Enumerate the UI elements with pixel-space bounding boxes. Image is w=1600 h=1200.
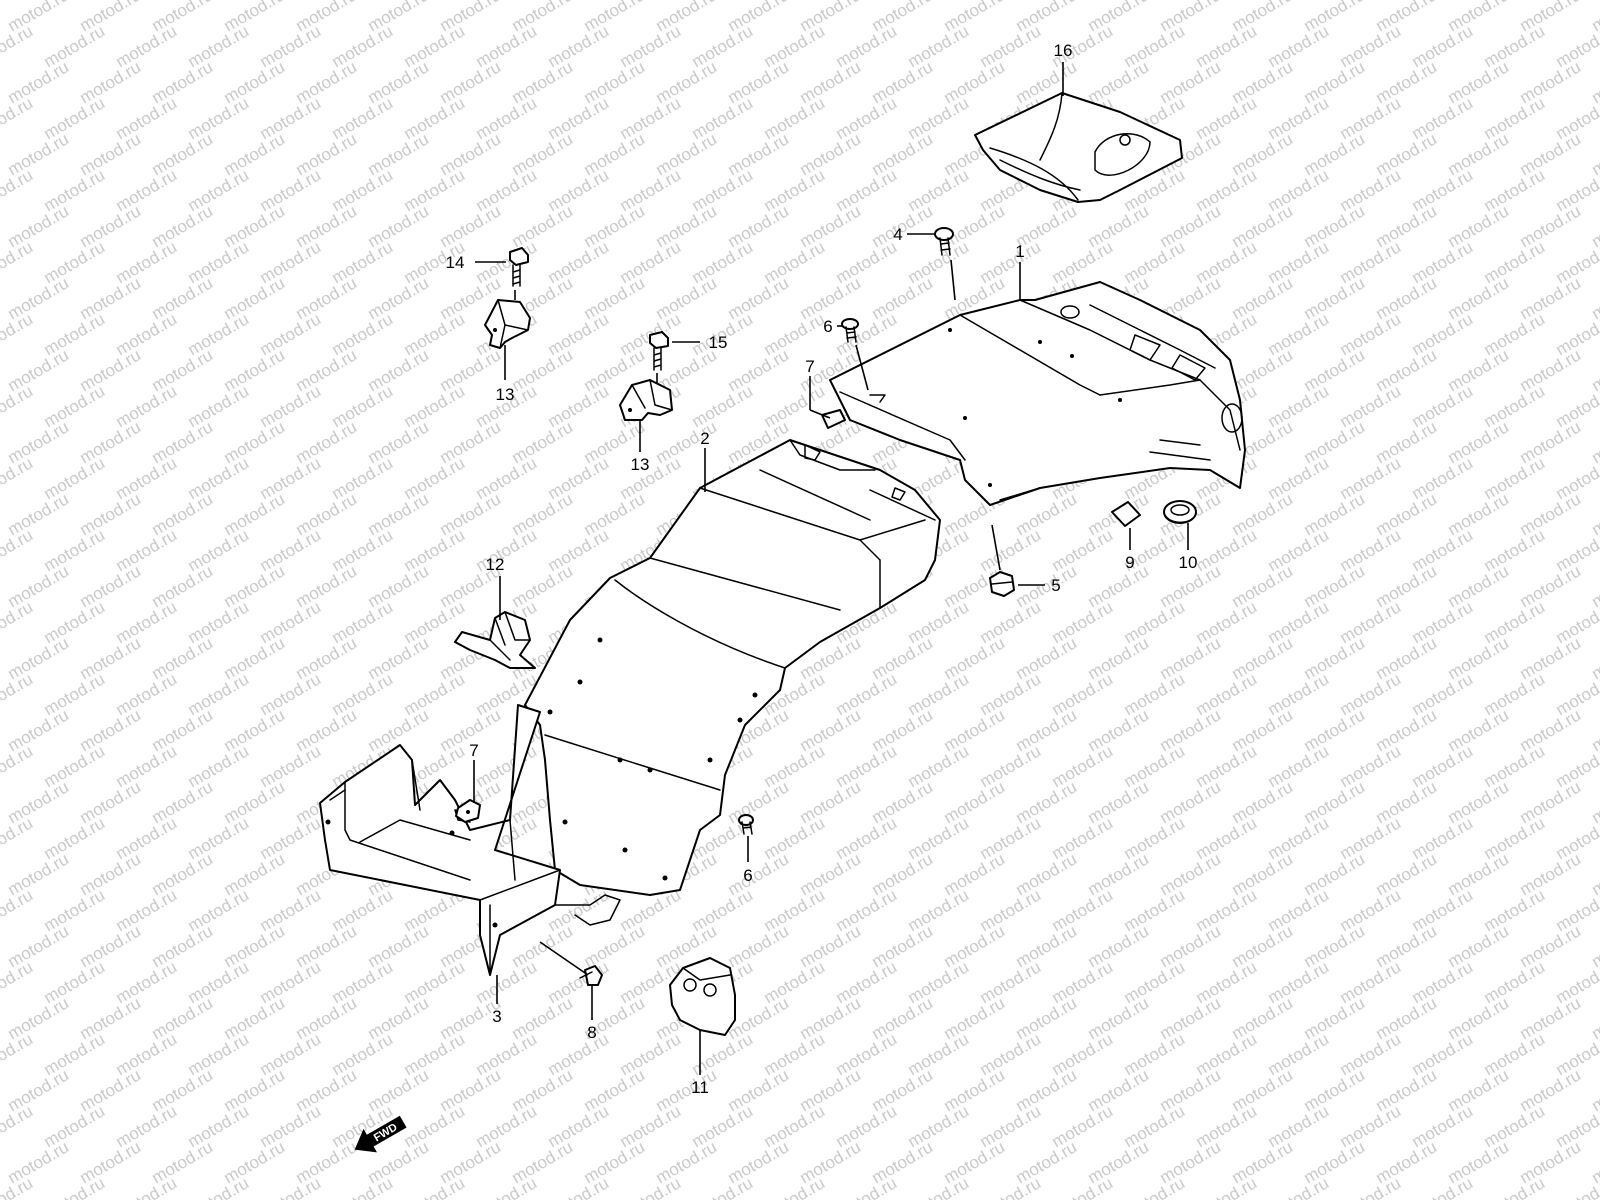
watermark-text: motod.ru [1193, 1173, 1261, 1200]
callout-labels: 16 1 4 6 7 2 14 13 15 13 12 7 5 9 10 6 3… [446, 41, 1198, 1097]
watermark-text: motod.ru [401, 1173, 469, 1200]
part-6-screw-upper[interactable] [841, 318, 859, 343]
callout-16: 12 [486, 555, 505, 574]
part-14-tool-bag[interactable] [974, 92, 1183, 203]
part-13-bolt-lower[interactable] [649, 331, 669, 371]
watermark-text: motod.ru [0, 885, 36, 935]
watermark-text: motod.ru [689, 1173, 757, 1200]
part-7-clip-upper[interactable] [821, 409, 846, 429]
part-12-bracket[interactable] [619, 379, 673, 421]
watermark-text: motod.ru [1481, 1173, 1549, 1200]
part-10-grommet[interactable] [1163, 500, 1197, 524]
part-11-bracket[interactable] [484, 299, 531, 349]
watermark-text: motod.ru [0, 21, 36, 71]
watermark-text: motod.ru [41, 1173, 109, 1200]
watermark-text: motod.ru [329, 1173, 397, 1200]
watermark-text: motod.ru [0, 597, 36, 647]
callout-1: 1 [1015, 242, 1024, 261]
callout-6-lower: 6 [743, 866, 752, 885]
watermark-text: motod.ru [1409, 1173, 1477, 1200]
callout-7-upper: 7 [805, 357, 814, 376]
watermark-text: motod.ru [0, 741, 36, 791]
watermark-text: motod.ru [0, 309, 36, 359]
watermark-text: motod.ru [833, 1173, 901, 1200]
watermark-text: motod.ru [113, 1173, 181, 1200]
watermark-text: motod.ru [1589, 0, 1600, 35]
watermark-text: motod.ru [257, 1173, 325, 1200]
watermark-text: motod.ru [545, 1173, 613, 1200]
part-7-clip-lower[interactable] [455, 799, 481, 823]
watermark-text: motod.ru [905, 1173, 973, 1200]
part-4-screw[interactable] [934, 227, 954, 256]
watermark-text: motod.ru [0, 813, 36, 863]
callout-4: 4 [893, 225, 902, 244]
part-2-rear-fender-front[interactable] [524, 439, 941, 896]
watermark-text: motod.ru [1121, 1173, 1189, 1200]
part-8-bolt[interactable] [579, 965, 603, 986]
part-6-screw-lower[interactable] [738, 814, 754, 835]
part-1-rear-fender-upper[interactable] [829, 281, 1246, 506]
watermark-text: motod.ru [761, 1173, 829, 1200]
watermark-text: motod.ru [185, 1173, 253, 1200]
watermark-text: motod.ru [1337, 1173, 1405, 1200]
watermark-text: motod.ru [0, 165, 36, 215]
watermark-text: motod.ru [0, 93, 36, 143]
watermark-text: motod.ru [0, 453, 36, 503]
watermark-text: motod.ru [0, 237, 36, 287]
part-3-lower-splash-guard[interactable] [319, 704, 621, 976]
watermark-text: motod.ru [617, 1173, 685, 1200]
watermark-text: motod.ru [0, 381, 36, 431]
watermark-text: motod.ru [0, 957, 36, 1007]
callout-7-lower: 7 [469, 741, 478, 760]
watermark-text: motod.ru [977, 1173, 1045, 1200]
watermark-text: motod.ru [0, 1029, 36, 1079]
callout-13-lower: 15 [709, 333, 728, 352]
callout-9: 9 [1125, 553, 1134, 572]
callout-2: 2 [700, 429, 709, 448]
callout-3: 3 [492, 1007, 501, 1026]
callout-15: 11 [691, 1078, 709, 1097]
arrow-left-down-icon [354, 1115, 407, 1153]
callout-10: 10 [1179, 553, 1198, 572]
watermark-text: motod.ru [0, 1101, 36, 1151]
watermark-text: motod.ru [1265, 1173, 1333, 1200]
leader-lines [473, 62, 1189, 1075]
callout-8: 8 [587, 1023, 596, 1042]
part-13-bolt-upper[interactable] [509, 247, 529, 287]
part-15-plate[interactable] [669, 957, 736, 1036]
callout-5: 5 [1051, 576, 1060, 595]
watermark-text: motod.ru [0, 669, 36, 719]
callout-13-upper: 14 [446, 253, 465, 272]
part-16-bracket[interactable] [454, 611, 536, 669]
callout-11: 13 [496, 385, 515, 404]
callout-6-upper: 6 [823, 317, 832, 336]
part-9-pad[interactable] [1111, 501, 1141, 527]
callout-14: 16 [1054, 41, 1073, 60]
callout-12: 13 [631, 455, 650, 474]
watermark-text: motod.ru [0, 525, 36, 575]
part-5-nut[interactable] [989, 571, 1015, 597]
watermark-text: motod.ru [473, 1173, 541, 1200]
watermark-text: motod.ru [1049, 1173, 1117, 1200]
